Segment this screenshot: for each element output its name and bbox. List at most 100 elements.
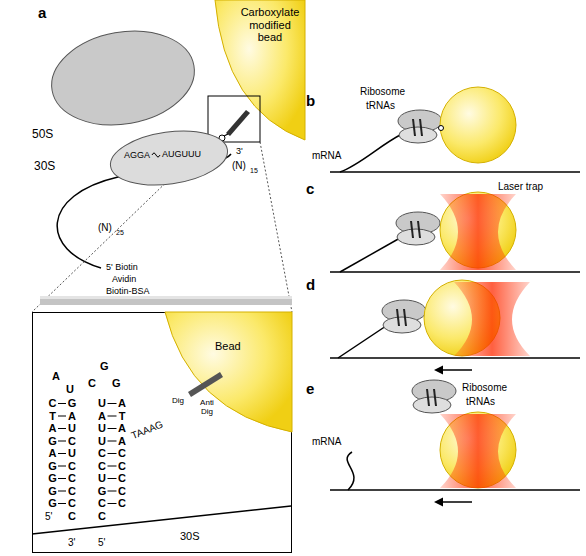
node-text: 30S	[34, 160, 55, 174]
inset-bead: Bead	[165, 312, 292, 442]
subunit-30s-outline	[107, 124, 231, 192]
subunit-30s-outline	[152, 153, 160, 157]
node-text: AGGA	[124, 150, 150, 160]
part-label: tRNAs	[466, 396, 495, 408]
panel-b-sketch	[330, 87, 580, 172]
panel-b-sketch	[439, 126, 444, 131]
inset-bead-outline	[165, 312, 292, 442]
panel-b-sketch	[398, 110, 442, 143]
node-text: 5'	[98, 537, 105, 549]
base-pair-bonds	[58, 466, 66, 467]
base-pair-bonds	[58, 416, 66, 417]
panel-e-sketch	[347, 452, 354, 490]
node-text: Dig	[172, 396, 184, 405]
node-text: G	[100, 360, 109, 373]
glass-surface	[40, 296, 292, 299]
subunit-50s: 50S	[48, 28, 198, 128]
panel-d-sketch	[338, 326, 386, 358]
panel-letter: c	[306, 180, 314, 197]
spacer-length: (N)	[232, 160, 246, 172]
base-pair-bonds	[108, 416, 117, 417]
panel-c-sketch	[330, 271, 580, 273]
node-text: A	[52, 370, 60, 383]
panel-c-sketch	[440, 194, 516, 270]
panel-e-sketch	[412, 380, 456, 413]
panel-e-sketch	[434, 498, 443, 507]
base-pair-bonds	[108, 428, 117, 429]
panel-letter: a	[38, 4, 46, 21]
base-pair-bonds	[108, 466, 117, 467]
surface-layer: Biotin-BSA	[106, 286, 150, 296]
panel-d-sketch	[330, 280, 580, 375]
node-text: 50S	[32, 128, 53, 142]
zoom-leader-lines	[260, 142, 292, 312]
panel-e-sketch	[440, 414, 516, 488]
node-text: U	[66, 383, 74, 396]
base-pair-bonds	[108, 441, 117, 442]
node-text: TAAAG	[130, 418, 165, 441]
panel-d-sketch	[434, 366, 443, 375]
node-text: Anti Dig	[196, 398, 218, 416]
subunit-50s-outline	[44, 20, 202, 136]
glass-surface	[40, 296, 292, 305]
sequence-column: A T A A C C C C C	[117, 397, 128, 510]
panel-c-sketch	[330, 192, 580, 272]
part-label: Ribosome	[462, 382, 507, 394]
panel-d-sketch	[382, 300, 426, 333]
node-text: AUGUUU	[162, 149, 201, 159]
node-text: G	[112, 377, 121, 390]
panel-d-sketch	[441, 369, 472, 371]
panel-c-sketch	[396, 212, 440, 245]
base-pair-bonds	[108, 453, 117, 454]
glass-surface	[40, 296, 292, 305]
inset-30s-outline	[32, 506, 291, 534]
base-pair-bonds	[58, 441, 66, 442]
panel-e-sketch	[330, 489, 580, 491]
base-pair-bonds	[58, 478, 66, 479]
panel-e-sketch	[441, 501, 472, 503]
inset-bead-outline	[165, 312, 292, 432]
node-text: 3'	[68, 537, 75, 549]
end-label: 3'	[236, 146, 243, 156]
panel-d-sketch	[330, 357, 580, 359]
spacer-length: (N)	[98, 222, 112, 234]
panel-b-sketch	[330, 171, 580, 173]
base-pair-bonds	[108, 503, 117, 504]
panel-d-sketch	[454, 282, 530, 356]
bead-shape-outline	[208, 96, 260, 142]
spacer-length: 15	[250, 167, 258, 175]
sequence-column: G A U C U C C C C C	[67, 397, 78, 522]
panel-e-sketch	[330, 380, 580, 507]
part-label: mRNA	[312, 436, 341, 448]
part-label: Ribosome	[360, 86, 405, 98]
panel-b-sketch	[440, 87, 516, 163]
base-pair-bonds	[108, 403, 117, 404]
panel-letter: d	[306, 276, 315, 293]
node-text: Bead	[215, 340, 241, 353]
subunit-50s-outline	[48, 28, 198, 128]
sequence-column: C T A G A G G G G	[47, 397, 58, 510]
panel-e-sketch	[440, 412, 516, 488]
base-pair-bonds	[58, 503, 66, 504]
base-pair-bonds	[108, 491, 117, 492]
panel-b-sketch	[340, 134, 402, 172]
surface-layer: Avidin	[112, 274, 136, 284]
base-pair-bonds	[108, 478, 117, 479]
part-label: tRNAs	[366, 100, 395, 112]
bead-shape-outline	[226, 110, 250, 136]
part-label: mRNA	[312, 150, 341, 162]
node-text: Carboxylate modified bead	[238, 6, 302, 44]
node-text: 5'	[45, 511, 52, 523]
subunit-30s: 30SAGGAAUGUUU	[108, 130, 230, 186]
base-pair-bonds	[58, 404, 117, 504]
inset-bead-outline	[188, 372, 223, 397]
node-text: C	[88, 377, 96, 390]
base-pair-bonds	[58, 491, 66, 492]
panel-letter: e	[306, 380, 314, 397]
node-text: 30S	[180, 530, 200, 543]
inset-box: AUC T A G A G G G G5'G A U C U C C C C C…	[32, 312, 292, 553]
panel-letter: b	[306, 92, 315, 109]
spacer-length: 25	[116, 229, 124, 237]
bead-shape: Carboxylate modified bead	[205, 0, 305, 145]
base-pair-bonds	[58, 403, 66, 404]
